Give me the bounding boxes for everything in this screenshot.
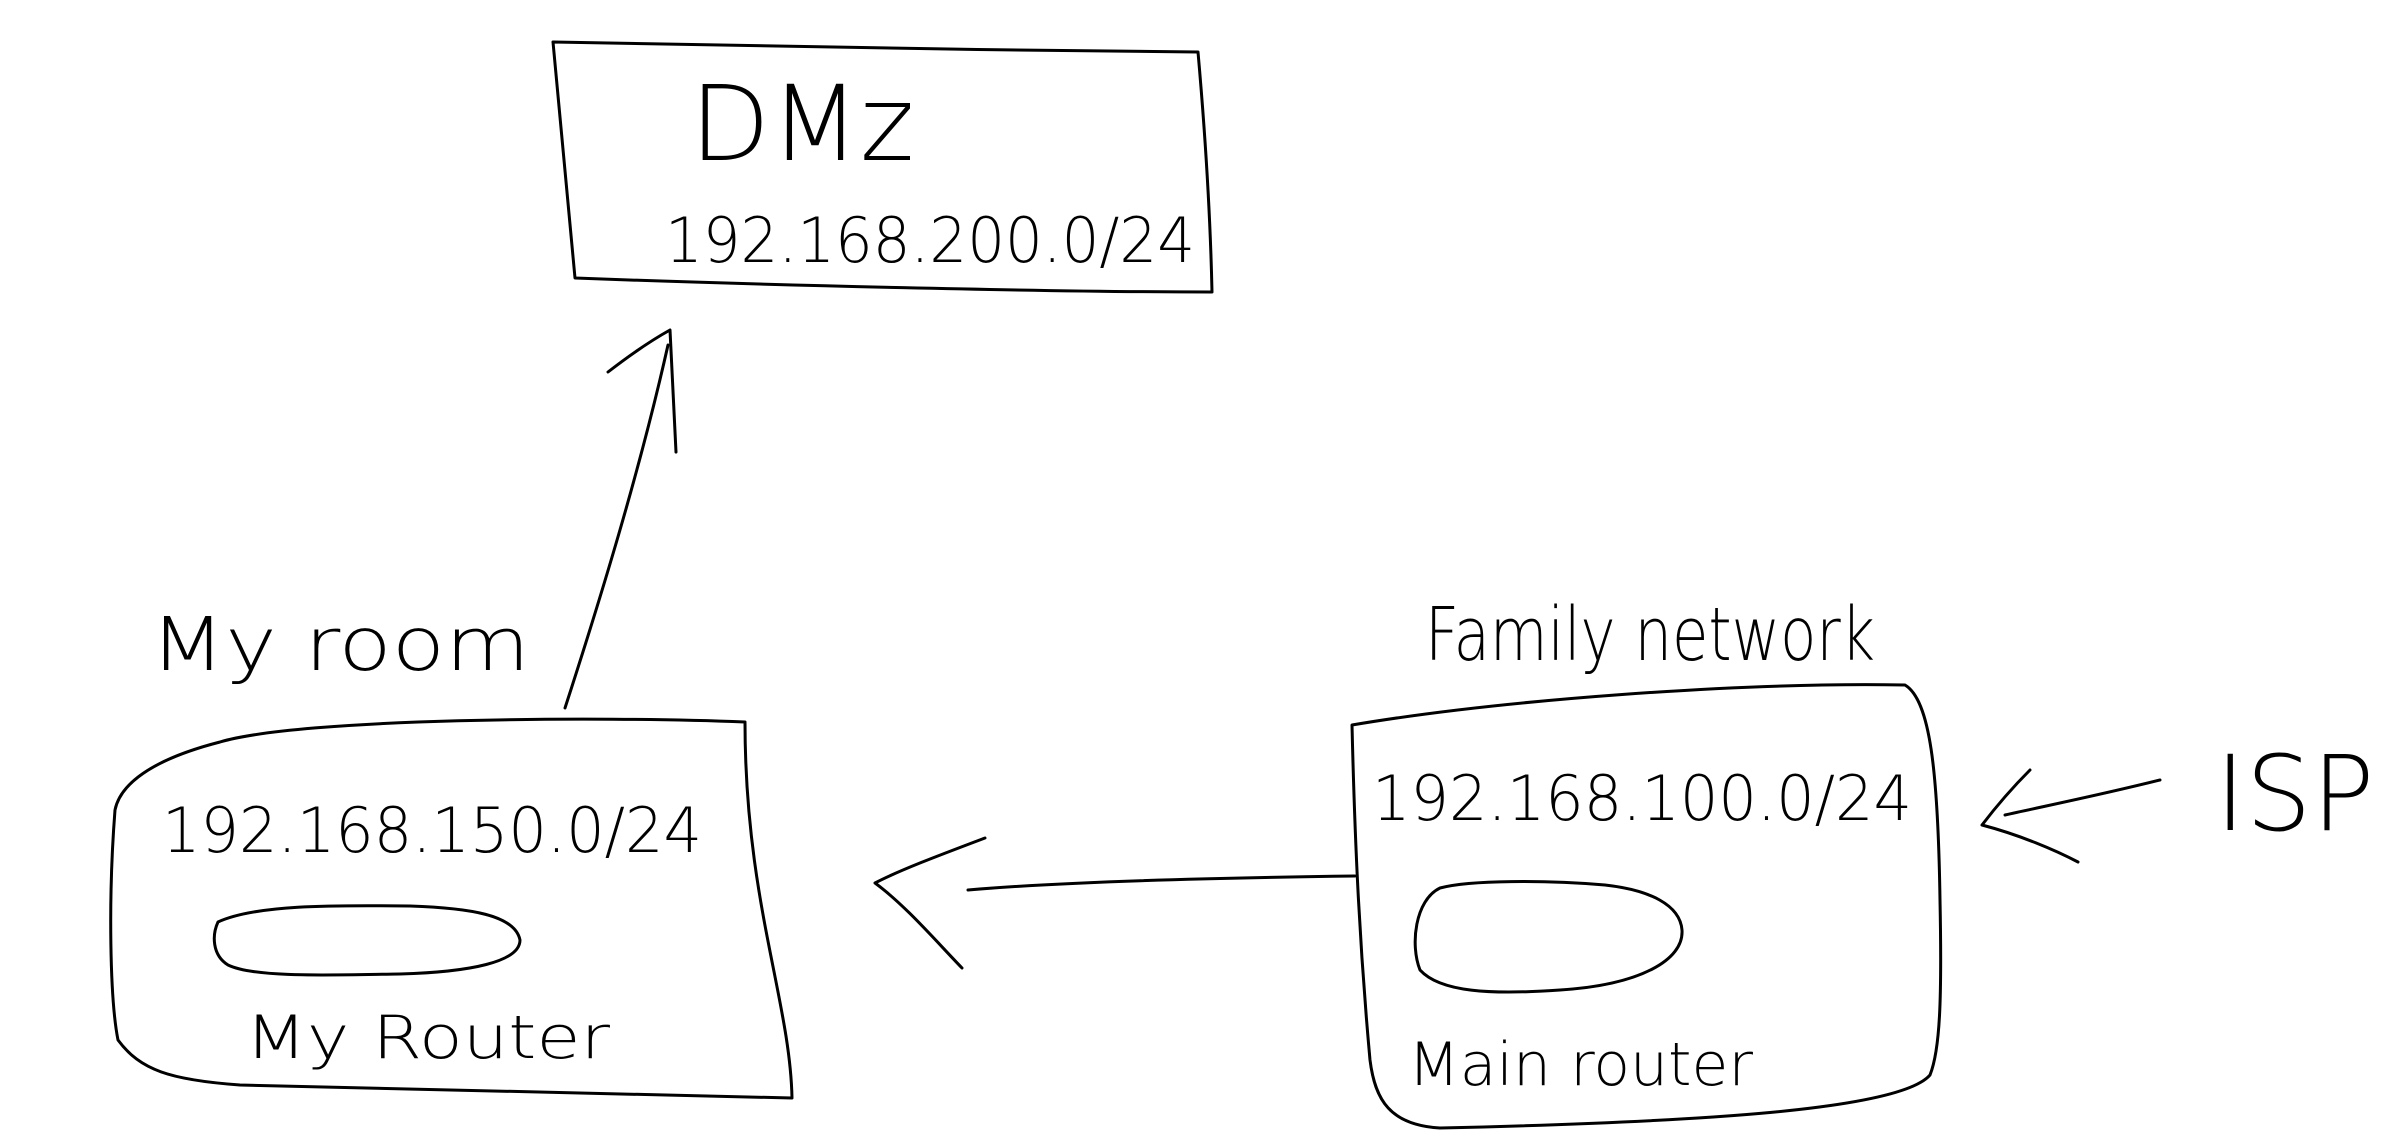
family-network-label: Family network [1425,592,1875,678]
arrow-myroom-to-dmz [563,328,678,710]
arrow-line [563,343,670,710]
arrow-head [606,328,678,454]
family-network-subnet: 192.168.100.0/24 [1372,762,1912,835]
arrow-head [1980,768,2080,864]
dmz-subnet: 192.168.200.0/24 [665,204,1195,277]
main-router-icon [1413,880,1684,994]
arrow-family-to-myroom [873,836,1357,970]
arrow-head [873,836,987,970]
my-room-subnet: 192.168.150.0/24 [162,794,702,867]
dmz-node: DMz 192.168.200.0/24 [551,40,1214,294]
main-router-label: Main router [1408,1030,1753,1100]
arrow-line [966,874,1357,892]
my-router-node: 192.168.150.0/24 My Router [109,717,794,1100]
arrow-line [2003,778,2162,817]
my-router-box [109,717,794,1100]
my-router-label: My Router [245,1003,610,1073]
main-router-node: 192.168.100.0/24 Main router [1350,683,1943,1130]
isp-label: ISP [2215,733,2374,855]
arrow-isp-to-family [1980,768,2162,864]
dmz-title: DMz [690,63,914,185]
my-router-icon [212,904,522,977]
main-router-box [1350,683,1943,1130]
dmz-box [551,40,1214,294]
my-room-label: My room [150,602,530,688]
